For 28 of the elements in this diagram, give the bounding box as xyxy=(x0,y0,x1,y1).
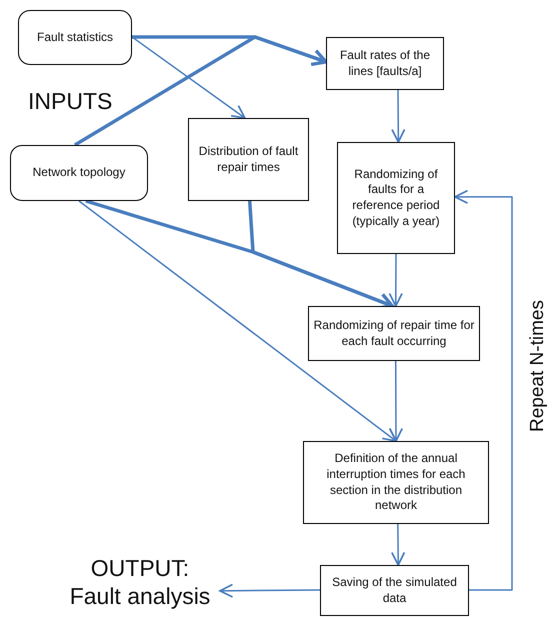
process-box xyxy=(337,142,455,254)
arrow xyxy=(388,361,404,442)
section-label: INPUTS xyxy=(28,88,112,115)
node-text: Definition of the annual interruption times for each section in the distribution network xyxy=(326,451,466,514)
arrow xyxy=(454,190,513,591)
input-box xyxy=(18,10,132,65)
arrow xyxy=(132,36,246,119)
node-text: Saving of the simulated data xyxy=(331,574,458,606)
output-label: OUTPUT: Fault analysis xyxy=(68,555,212,611)
node-text: Fault statistics xyxy=(36,30,114,46)
node-text: Network topology xyxy=(32,165,126,181)
node-text: Randomizing of repair time for each fault occurring xyxy=(313,318,475,350)
process-box xyxy=(326,37,444,90)
node-text: Distribution of fault repair times xyxy=(198,144,300,176)
process-box xyxy=(308,306,480,361)
arrow xyxy=(78,200,397,442)
process-box xyxy=(188,118,309,201)
arrow xyxy=(219,584,320,598)
side-label: Repeat N-times xyxy=(527,300,549,432)
process-box xyxy=(320,565,469,616)
node-text: Randomizing of faults for a reference period (typically a year) xyxy=(351,166,441,230)
process-box xyxy=(303,441,489,524)
input-box xyxy=(10,145,148,201)
node-text: Fault rates of the lines [faults/a] xyxy=(338,48,432,80)
arrow xyxy=(388,254,403,307)
arrow xyxy=(391,524,406,566)
thick-arrow xyxy=(74,35,328,146)
arrow xyxy=(391,90,406,143)
